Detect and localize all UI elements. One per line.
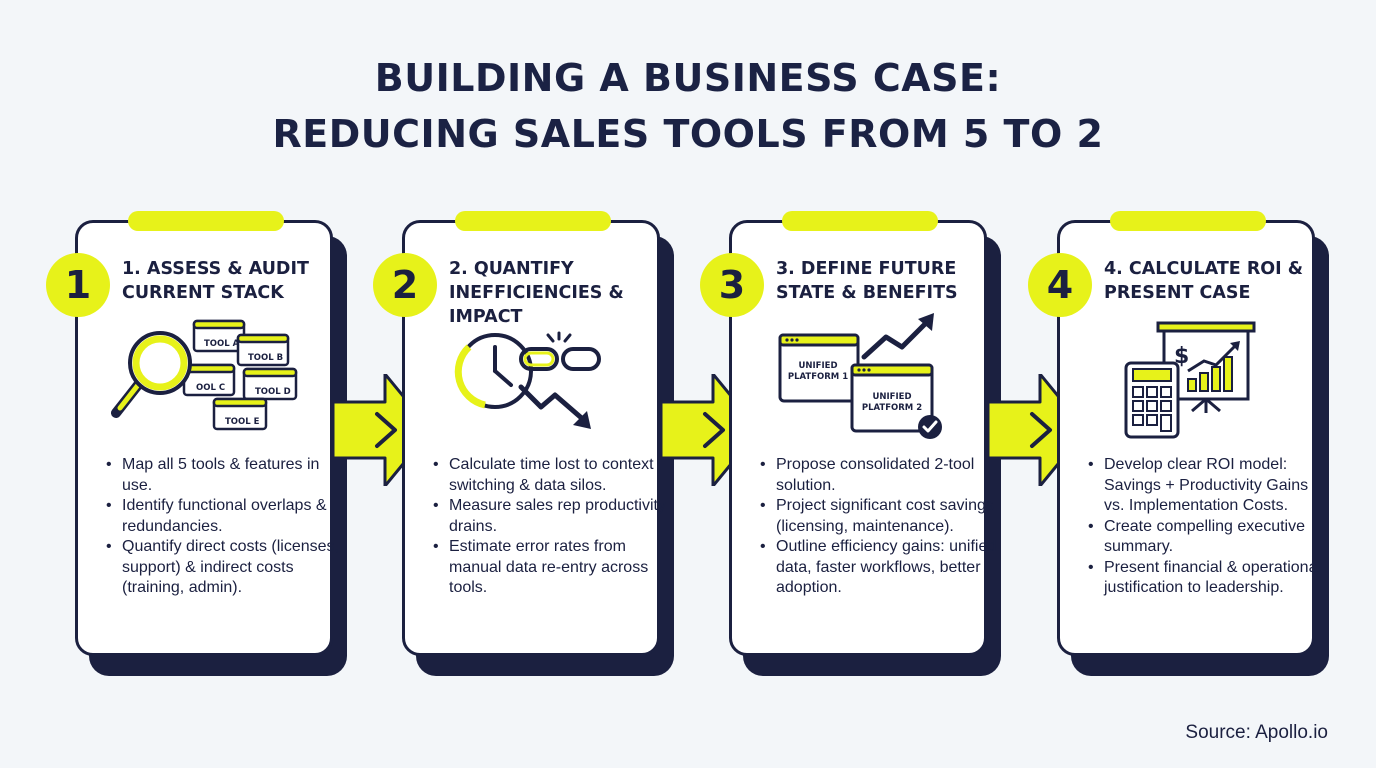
step-title: 3. DEFINE FUTURE STATE & BENEFITS — [776, 259, 958, 303]
step-title: 1. ASSESS & AUDIT CURRENT STACK — [122, 259, 309, 303]
title-line-2: REDUCING SALES TOOLS FROM 5 TO 2 — [272, 112, 1104, 156]
title-line-1: BUILDING A BUSINESS CASE: — [374, 56, 1002, 100]
bullet-item: Project significant cost savings (licens… — [760, 496, 1002, 537]
step-card-1: 1 1. ASSESS & AUDIT CURRENT STACK TOOL A… — [46, 211, 348, 676]
calculator-chart-icon: $ — [1124, 321, 1256, 439]
bullet-item: Present financial & operational justific… — [1088, 558, 1330, 599]
tool-e-label: TOOL E — [225, 417, 260, 427]
platform-2-label-line1: UNIFIED — [872, 392, 911, 402]
page-title: BUILDING A BUSINESS CASE: REDUCING SALES… — [0, 50, 1376, 162]
bullet-item: Identify functional overlaps & redundanc… — [106, 496, 348, 537]
bullet-item: Create compelling executive summary. — [1088, 517, 1330, 558]
step-bullets: Develop clear ROI model: Savings + Produ… — [1084, 455, 1330, 599]
step-title: 2. QUANTIFY INEFFICIENCIES & IMPACT — [449, 259, 624, 327]
step-bullets: Map all 5 tools & features in use. Ident… — [102, 455, 348, 599]
bullet-item: Map all 5 tools & features in use. — [106, 455, 348, 496]
card-tab — [455, 211, 611, 231]
step-card-3: 3 3. DEFINE FUTURE STATE & BENEFITS UNIF… — [700, 211, 1002, 676]
bullet-item: Develop clear ROI model: Savings + Produ… — [1088, 455, 1330, 517]
card-tab — [782, 211, 938, 231]
bullet-item: Calculate time lost to context switching… — [433, 455, 675, 496]
bullet-item: Quantify direct costs (licenses, support… — [106, 537, 348, 599]
platform-2-label-line2: PLATFORM 2 — [862, 403, 922, 413]
platform-1-label-line1: UNIFIED — [798, 361, 837, 371]
step-card-2: 2 2. QUANTIFY INEFFICIENCIES & IMPACT Ca… — [373, 211, 675, 676]
step-bullets: Calculate time lost to context switching… — [429, 455, 675, 599]
step-title: 4. CALCULATE ROI & PRESENT CASE — [1104, 259, 1304, 303]
magnifier-tools-icon: TOOL A TOOL B OOL C TOOL D TOOL E — [111, 319, 298, 431]
tool-a-label: TOOL A — [204, 339, 240, 349]
step-number-badge: 3 — [700, 253, 764, 317]
bullet-item: Propose consolidated 2-tool solution. — [760, 455, 1002, 496]
bullet-item: Outline efficiency gains: unified data, … — [760, 537, 1002, 599]
step-number-badge: 2 — [373, 253, 437, 317]
card-tab — [1110, 211, 1266, 231]
tool-d-label: TOOL D — [255, 387, 291, 397]
source-credit: Source: Apollo.io — [1185, 722, 1328, 743]
tool-c-label: OOL C — [196, 383, 225, 393]
step-card-4: 4 4. CALCULATE ROI & PRESENT CASE $ — [1028, 211, 1330, 676]
step-bullets: Propose consolidated 2-tool solution. Pr… — [756, 455, 1002, 599]
tool-b-label: TOOL B — [248, 353, 283, 363]
bullet-item: Measure sales rep productivity drains. — [433, 496, 675, 537]
platform-1-label-line2: PLATFORM 1 — [788, 372, 848, 382]
card-tab — [128, 211, 284, 231]
step-number-badge: 1 — [46, 253, 110, 317]
unified-platforms-icon: UNIFIED PLATFORM 1 UNIFIED PLATFORM 2 — [778, 313, 942, 439]
dollar-sign-label: $ — [1174, 344, 1189, 369]
bullet-item: Estimate error rates from manual data re… — [433, 537, 675, 599]
clock-broken-link-icon — [454, 331, 601, 429]
step-number-badge: 4 — [1028, 253, 1092, 317]
